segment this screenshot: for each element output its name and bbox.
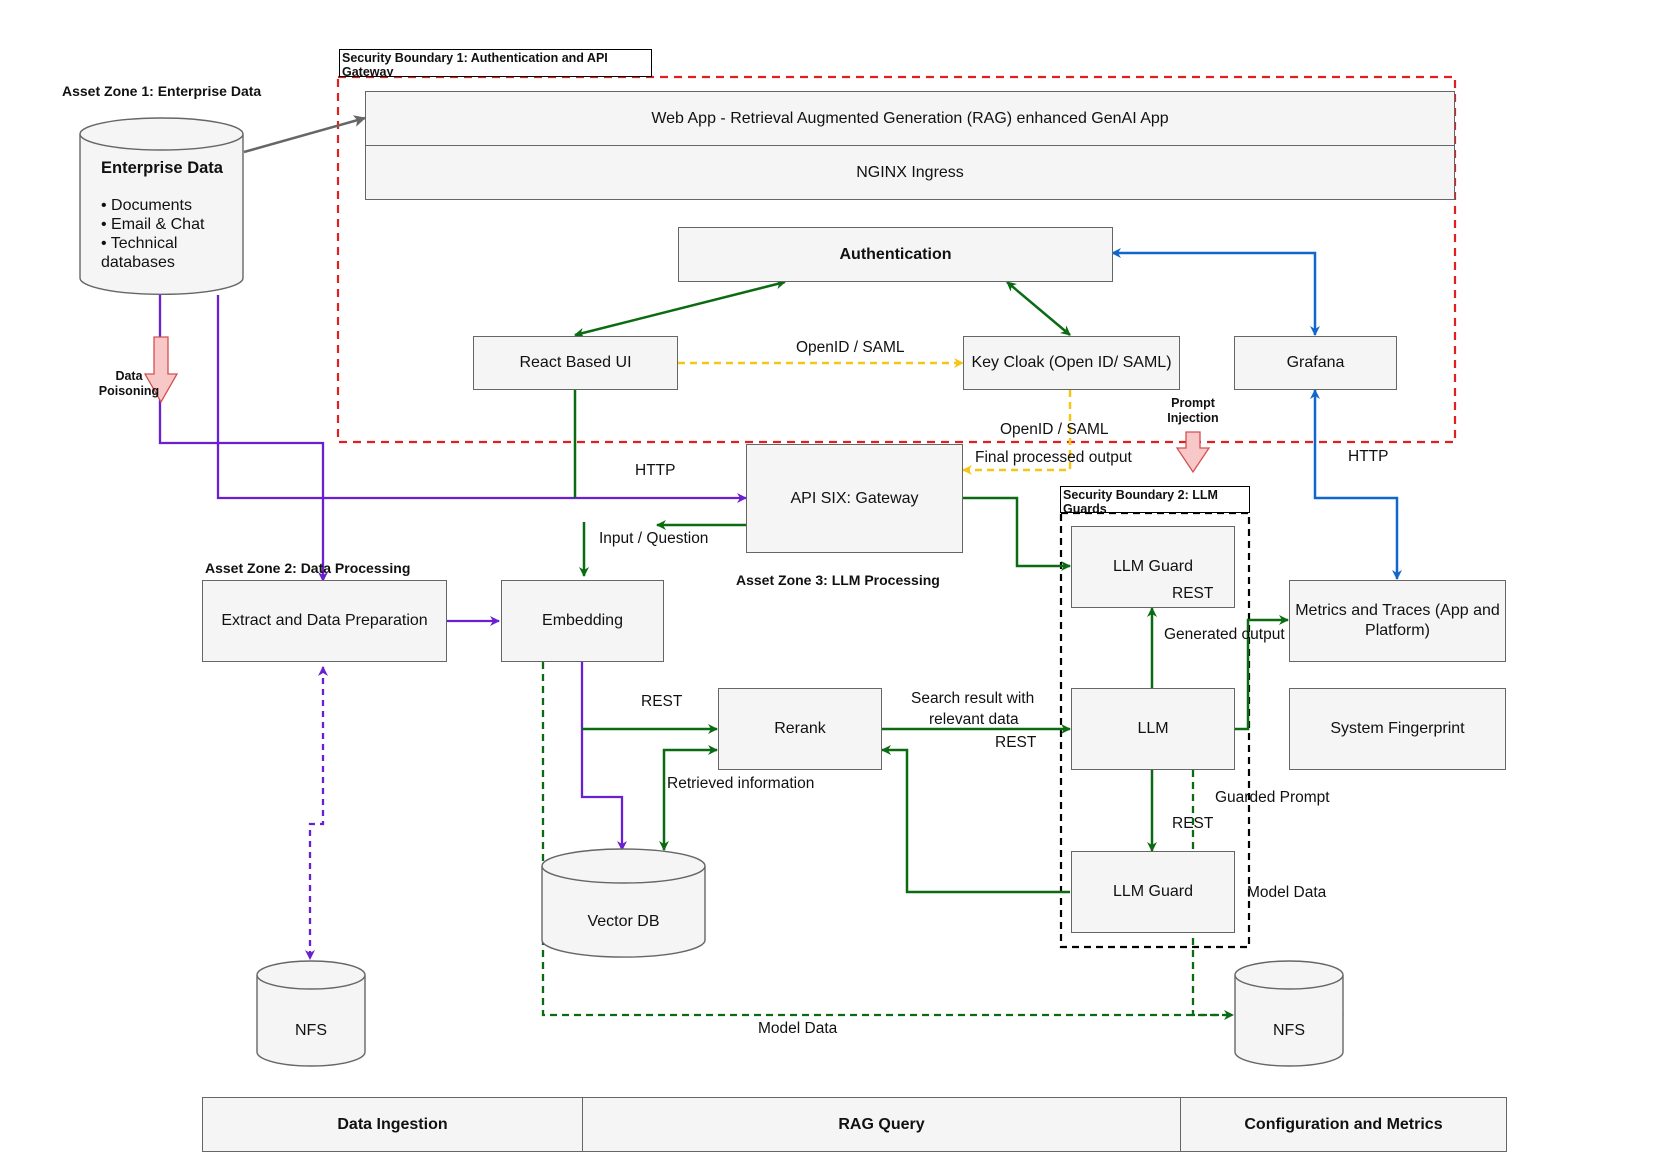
edge-grafana-to-auth	[1111, 248, 1320, 336]
edge-label-openid-saml: OpenID / SAML	[796, 339, 905, 356]
extract-data-preparation-box: Extract and Data Preparation	[202, 580, 447, 662]
data-poisoning-label-line: Poisoning	[98, 384, 160, 398]
llm-guard-bottom-box: LLM Guard	[1071, 851, 1235, 933]
edge-llm-model-data	[1191, 770, 1344, 1020]
edge-label-input-question: Input / Question	[599, 530, 709, 547]
edge-react-to-auth	[574, 279, 786, 338]
api-six-gateway-box: API SIX: Gateway	[746, 444, 963, 553]
nginx-ingress-box: NGINX Ingress	[365, 145, 1455, 200]
enterprise-data-cylinder	[79, 117, 244, 295]
edge-keycloak-to-auth	[1006, 281, 1071, 336]
asset-zone-3-label: Asset Zone 3: LLM Processing	[736, 572, 940, 588]
prompt-injection-label-line: Prompt	[1171, 396, 1215, 410]
edge-label-guarded-prompt: Guarded Prompt	[1215, 789, 1330, 806]
edge-apisix-to-llmguard	[963, 496, 1071, 571]
embedding-box: Embedding	[501, 580, 664, 662]
edge-label-search-result: Search result with	[911, 690, 1035, 707]
enterprise-data-item: • Documents	[101, 197, 192, 214]
legend-configuration-metrics: Configuration and Metrics	[1180, 1097, 1507, 1152]
webapp-box: Web App - Retrieval Augmented Generation…	[365, 91, 1455, 146]
asset-zone-1-label: Asset Zone 1: Enterprise Data	[62, 83, 262, 99]
llm-guard-top-box: LLM Guard	[1071, 526, 1235, 608]
metrics-traces-box: Metrics and Traces (App and Platform)	[1289, 580, 1506, 662]
edge-label-retrieved-information: Retrieved information	[667, 775, 815, 792]
enterprise-data-item: • Email & Chat	[101, 216, 205, 233]
nfs-left-label: NFS	[295, 1022, 327, 1039]
edge-label-model-data: Model Data	[758, 1020, 838, 1037]
edge-grafana-to-metrics	[1310, 389, 1402, 580]
prompt-injection-arrow	[1175, 431, 1211, 474]
nfs-right-cylinder	[1234, 960, 1344, 1067]
prompt-injection-label: Prompt Injection	[1158, 396, 1228, 426]
system-fingerprint-box: System Fingerprint	[1289, 688, 1506, 770]
security-boundary-1-title: Security Boundary 1: Authentication and …	[339, 49, 652, 77]
security-boundary-2-title: Security Boundary 2: LLM Guards	[1060, 486, 1250, 513]
edge-embedding-to-vectordb	[580, 662, 627, 851]
vector-db-cylinder	[541, 848, 706, 958]
edge-label-rest: REST	[1172, 585, 1214, 602]
rerank-box: Rerank	[718, 688, 882, 770]
legend-rag-query: RAG Query	[582, 1097, 1181, 1152]
llm-box: LLM	[1071, 688, 1235, 770]
data-poisoning-label-line: Data	[115, 369, 143, 383]
react-ui-box: React Based UI	[473, 336, 678, 390]
asset-zone-2-label: Asset Zone 2: Data Processing	[205, 560, 411, 576]
keycloak-box: Key Cloak (Open ID/ SAML)	[963, 336, 1180, 390]
edge-enterprise-to-apisix	[216, 295, 747, 503]
edge-label-rest: REST	[995, 734, 1037, 751]
edge-guard-bottom-to-rerank	[881, 745, 1070, 894]
edge-label-rest: REST	[1172, 815, 1214, 832]
data-poisoning-arrow	[143, 336, 179, 404]
edge-label-http: HTTP	[635, 462, 676, 479]
edge-extract-to-nfs	[305, 666, 328, 960]
edge-embedding-model-data	[541, 662, 1234, 1020]
edge-label-final-output: Final processed output	[975, 449, 1132, 466]
edge-keycloak-to-apisix	[962, 390, 1072, 475]
enterprise-data-item: • Technical	[101, 235, 178, 252]
nfs-right-label: NFS	[1273, 1022, 1305, 1039]
edge-rerank-vectordb	[659, 745, 718, 851]
edge-label-relevant-data: relevant data	[929, 711, 1019, 728]
grafana-box: Grafana	[1234, 336, 1397, 390]
enterprise-data-item: databases	[101, 254, 175, 271]
edge-label-rest: REST	[641, 693, 683, 710]
prompt-injection-label-line: Injection	[1167, 411, 1219, 425]
edge-enterprise-to-webapp	[243, 115, 366, 154]
nfs-left-cylinder	[256, 960, 366, 1067]
edge-enterprise-to-extract	[158, 295, 328, 582]
vector-db-label: Vector DB	[587, 913, 660, 930]
edge-llm-to-metrics	[1233, 615, 1289, 731]
edge-label-http: HTTP	[1348, 448, 1389, 465]
data-poisoning-label: Data Poisoning	[94, 369, 164, 399]
edge-label-generated-output: Generated output	[1164, 626, 1285, 643]
legend-data-ingestion: Data Ingestion	[202, 1097, 583, 1152]
authentication-box: Authentication	[678, 227, 1113, 282]
edge-label-openid-saml: OpenID / SAML	[1000, 421, 1109, 438]
enterprise-data-title: Enterprise Data	[101, 159, 223, 177]
edge-label-model-data: Model Data	[1247, 884, 1327, 901]
